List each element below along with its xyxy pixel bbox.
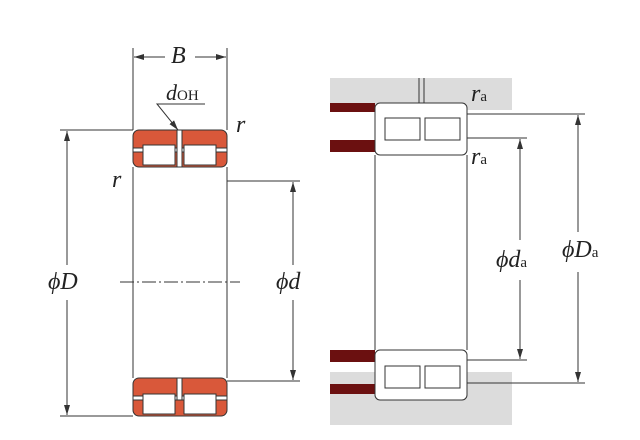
phi-symbol: ϕ (276, 269, 289, 295)
shaft-shoulder-letter: d (508, 247, 521, 273)
chamfer-left-label: r (112, 167, 122, 193)
bottom-ring-section (132, 377, 228, 417)
fillet-top-label: ra (471, 82, 487, 106)
shaft-shoulder-sub: a (520, 255, 528, 271)
fillet-inner-main: r (471, 144, 481, 170)
fillet-top-sub: a (480, 89, 488, 105)
outer-diameter-letter: D (60, 269, 78, 295)
oil-hole-label: dOH (166, 82, 199, 104)
phi-symbol: ϕ (48, 269, 61, 295)
shaft-shoulder-diameter-label: ϕda (496, 248, 527, 272)
right-mounting-section (330, 78, 585, 425)
fillet-inner-label: ra (471, 145, 487, 169)
chamfer-top-label: r (236, 112, 246, 138)
left-bearing-section (60, 48, 300, 417)
width-label: B (171, 43, 186, 69)
phi-symbol: ϕ (562, 237, 575, 263)
oil-hole-label-sub: OH (177, 88, 199, 104)
phi-symbol: ϕ (496, 247, 509, 273)
bore-diameter-letter: d (288, 269, 301, 295)
oil-hole-label-main: d (166, 80, 177, 105)
housing-shoulder-letter: D (574, 237, 592, 263)
fillet-top-main: r (471, 81, 481, 107)
housing-shoulder-diameter-label: ϕDa (562, 238, 598, 262)
outer-diameter-label: ϕD (48, 270, 78, 294)
fillet-inner-sub: a (480, 152, 488, 168)
housing-shoulder-sub: a (591, 245, 599, 261)
top-ring-section (132, 129, 228, 168)
bore-diameter-label: ϕd (276, 270, 300, 294)
